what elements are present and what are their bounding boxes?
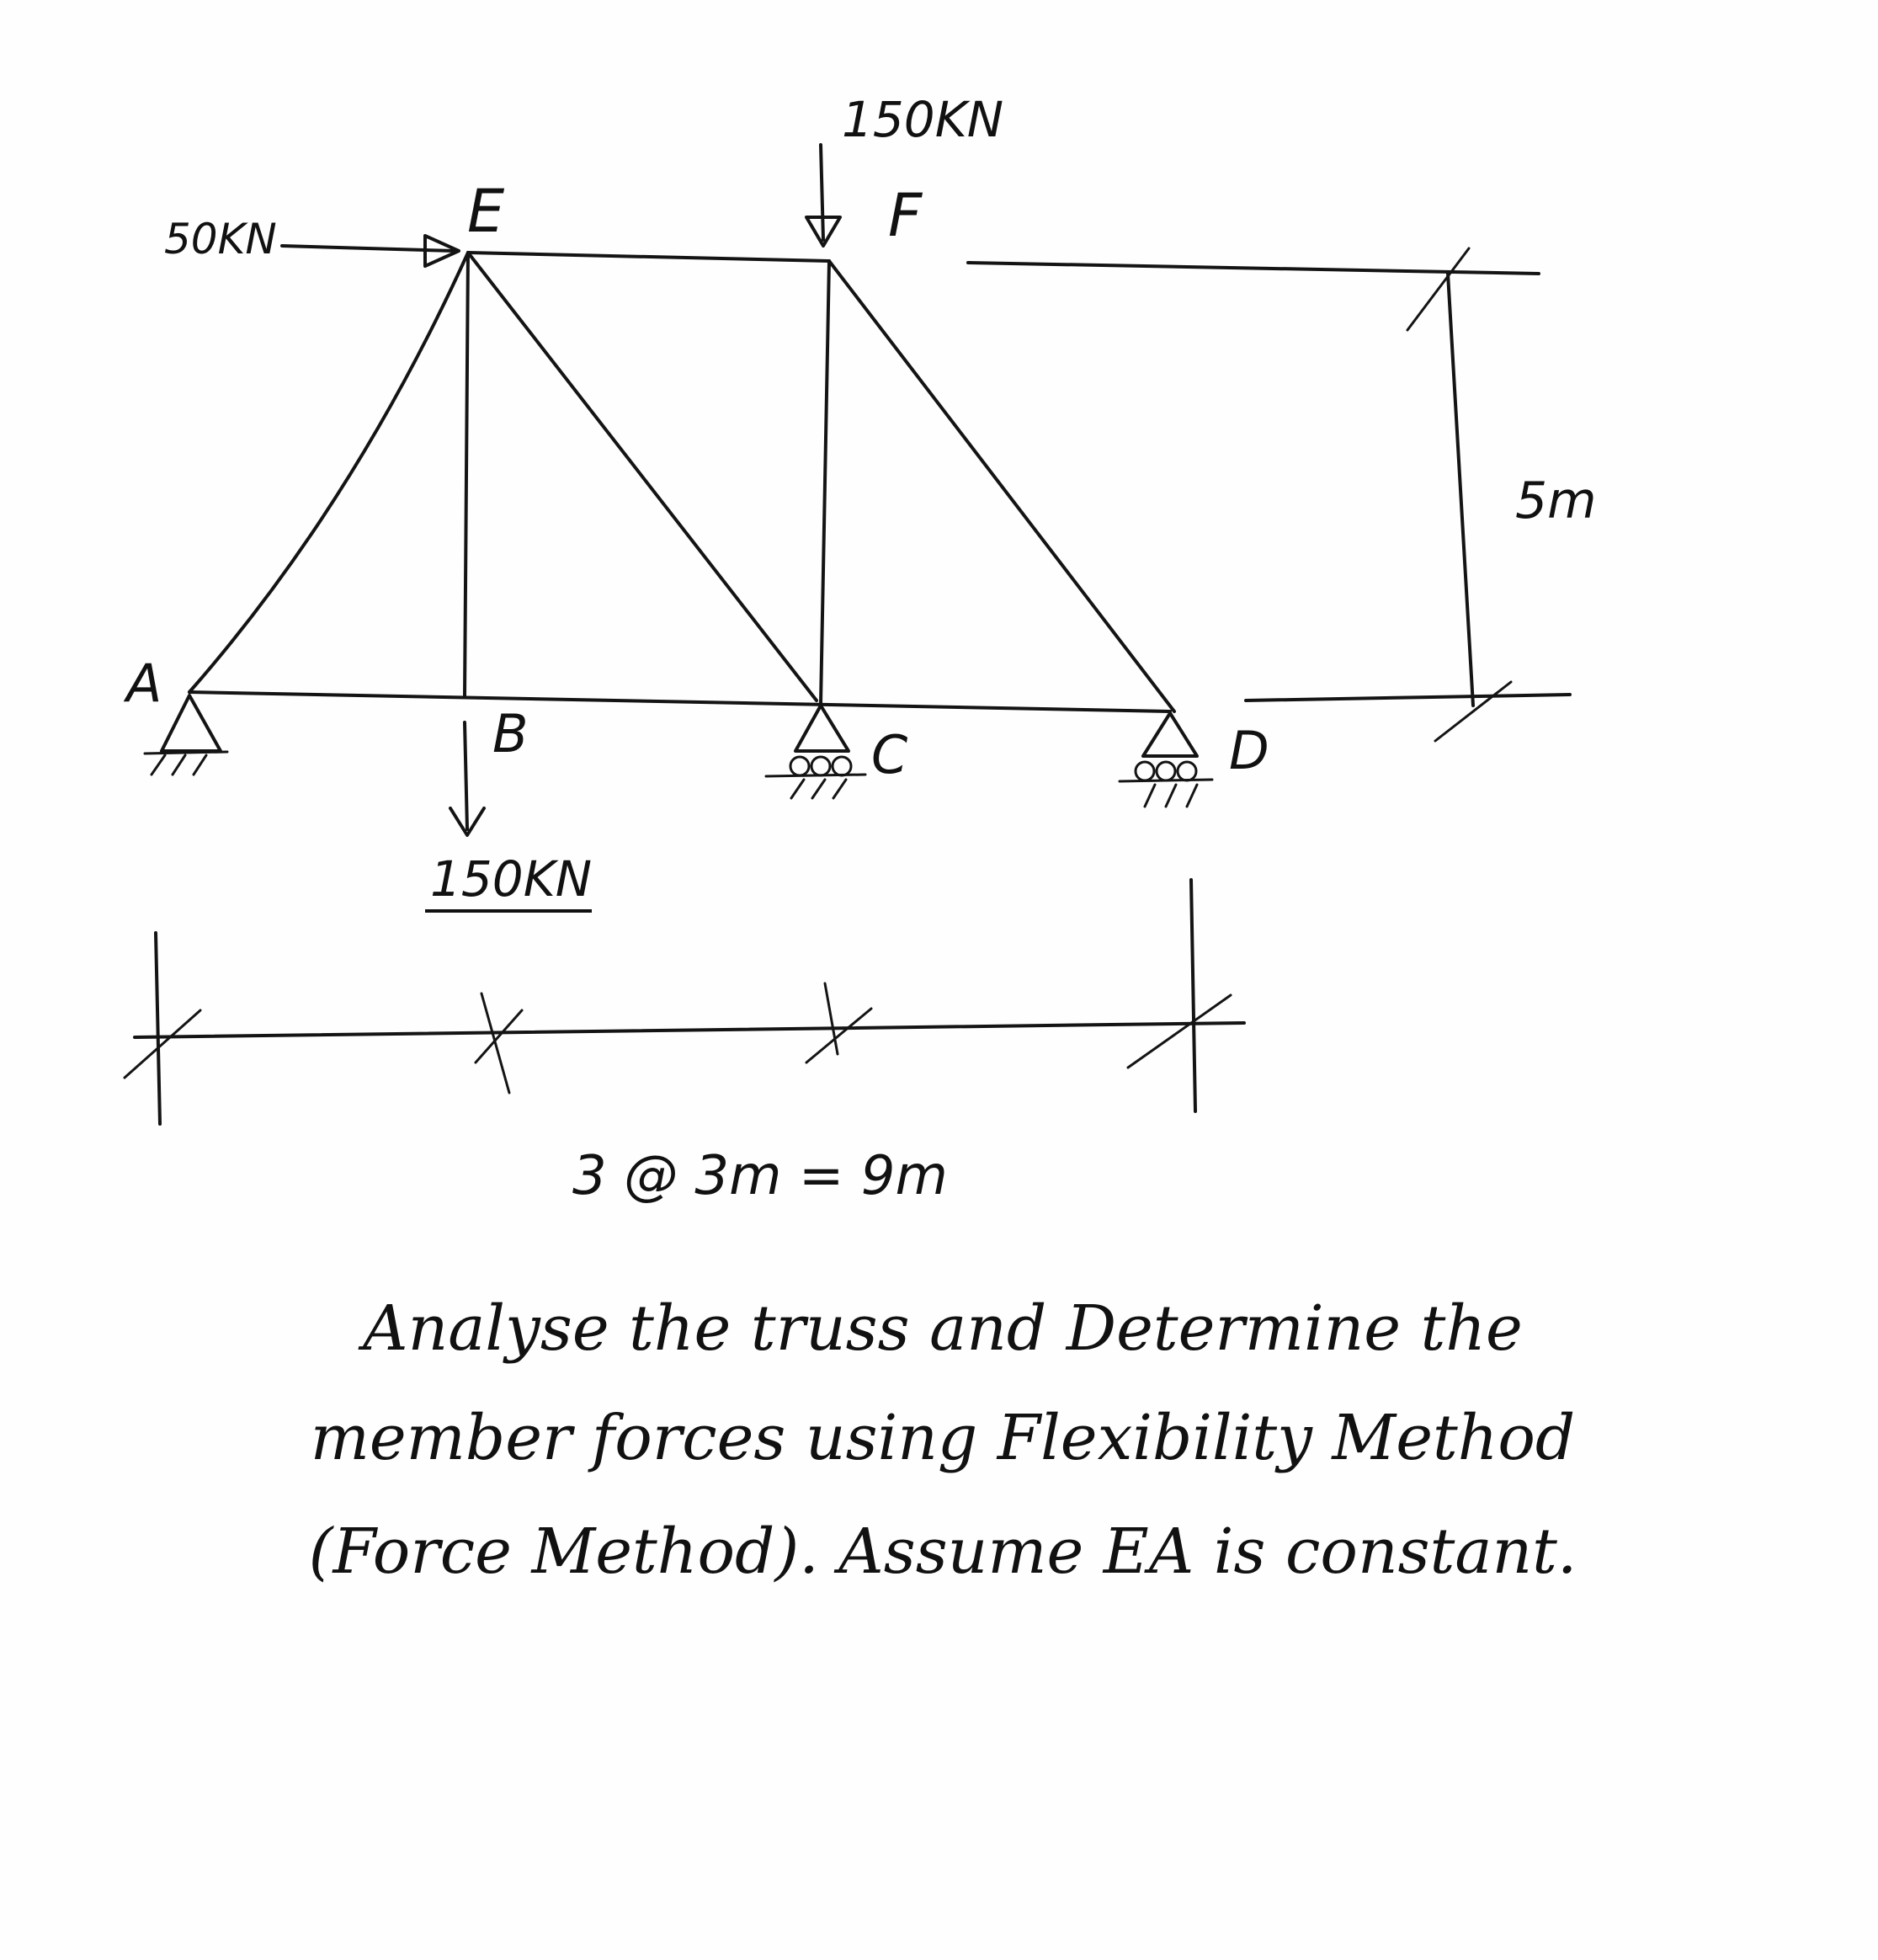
span-label: 3 @ 3m = 9m (572, 1145, 948, 1207)
question-line-2: member forces using Flexibility Method (310, 1402, 1576, 1474)
load-label-b: 150KN (425, 850, 593, 913)
member-fc (819, 259, 831, 706)
support-a (143, 694, 229, 776)
member-ae (188, 251, 470, 694)
load-arrow-f (805, 143, 842, 248)
member-ef (466, 251, 831, 263)
member-ad (188, 690, 1172, 713)
member-ec (466, 251, 818, 702)
member-fd (827, 259, 1176, 713)
node-label-e: E (467, 177, 505, 246)
load-label-f: 150KN (842, 91, 1004, 148)
node-label-d: D (1229, 720, 1269, 781)
support-c (764, 704, 867, 800)
span-dimension (123, 878, 1246, 1126)
node-label-b: B (492, 703, 529, 764)
height-label: 5m (1515, 471, 1597, 530)
question-line-3: (Force Method). Assume EA is constant. (308, 1515, 1577, 1588)
height-dimension (966, 247, 1572, 743)
member-eb (463, 251, 470, 699)
load-label-e: 50KN (164, 215, 277, 264)
question-line-1: Analyse the truss and Determine the (363, 1292, 1523, 1365)
support-d (1118, 711, 1214, 808)
node-label-a: A (126, 652, 162, 714)
load-arrow-b (449, 721, 486, 837)
node-label-c: C (871, 724, 908, 786)
load-arrow-e (280, 234, 460, 268)
node-label-f: F (888, 181, 923, 250)
